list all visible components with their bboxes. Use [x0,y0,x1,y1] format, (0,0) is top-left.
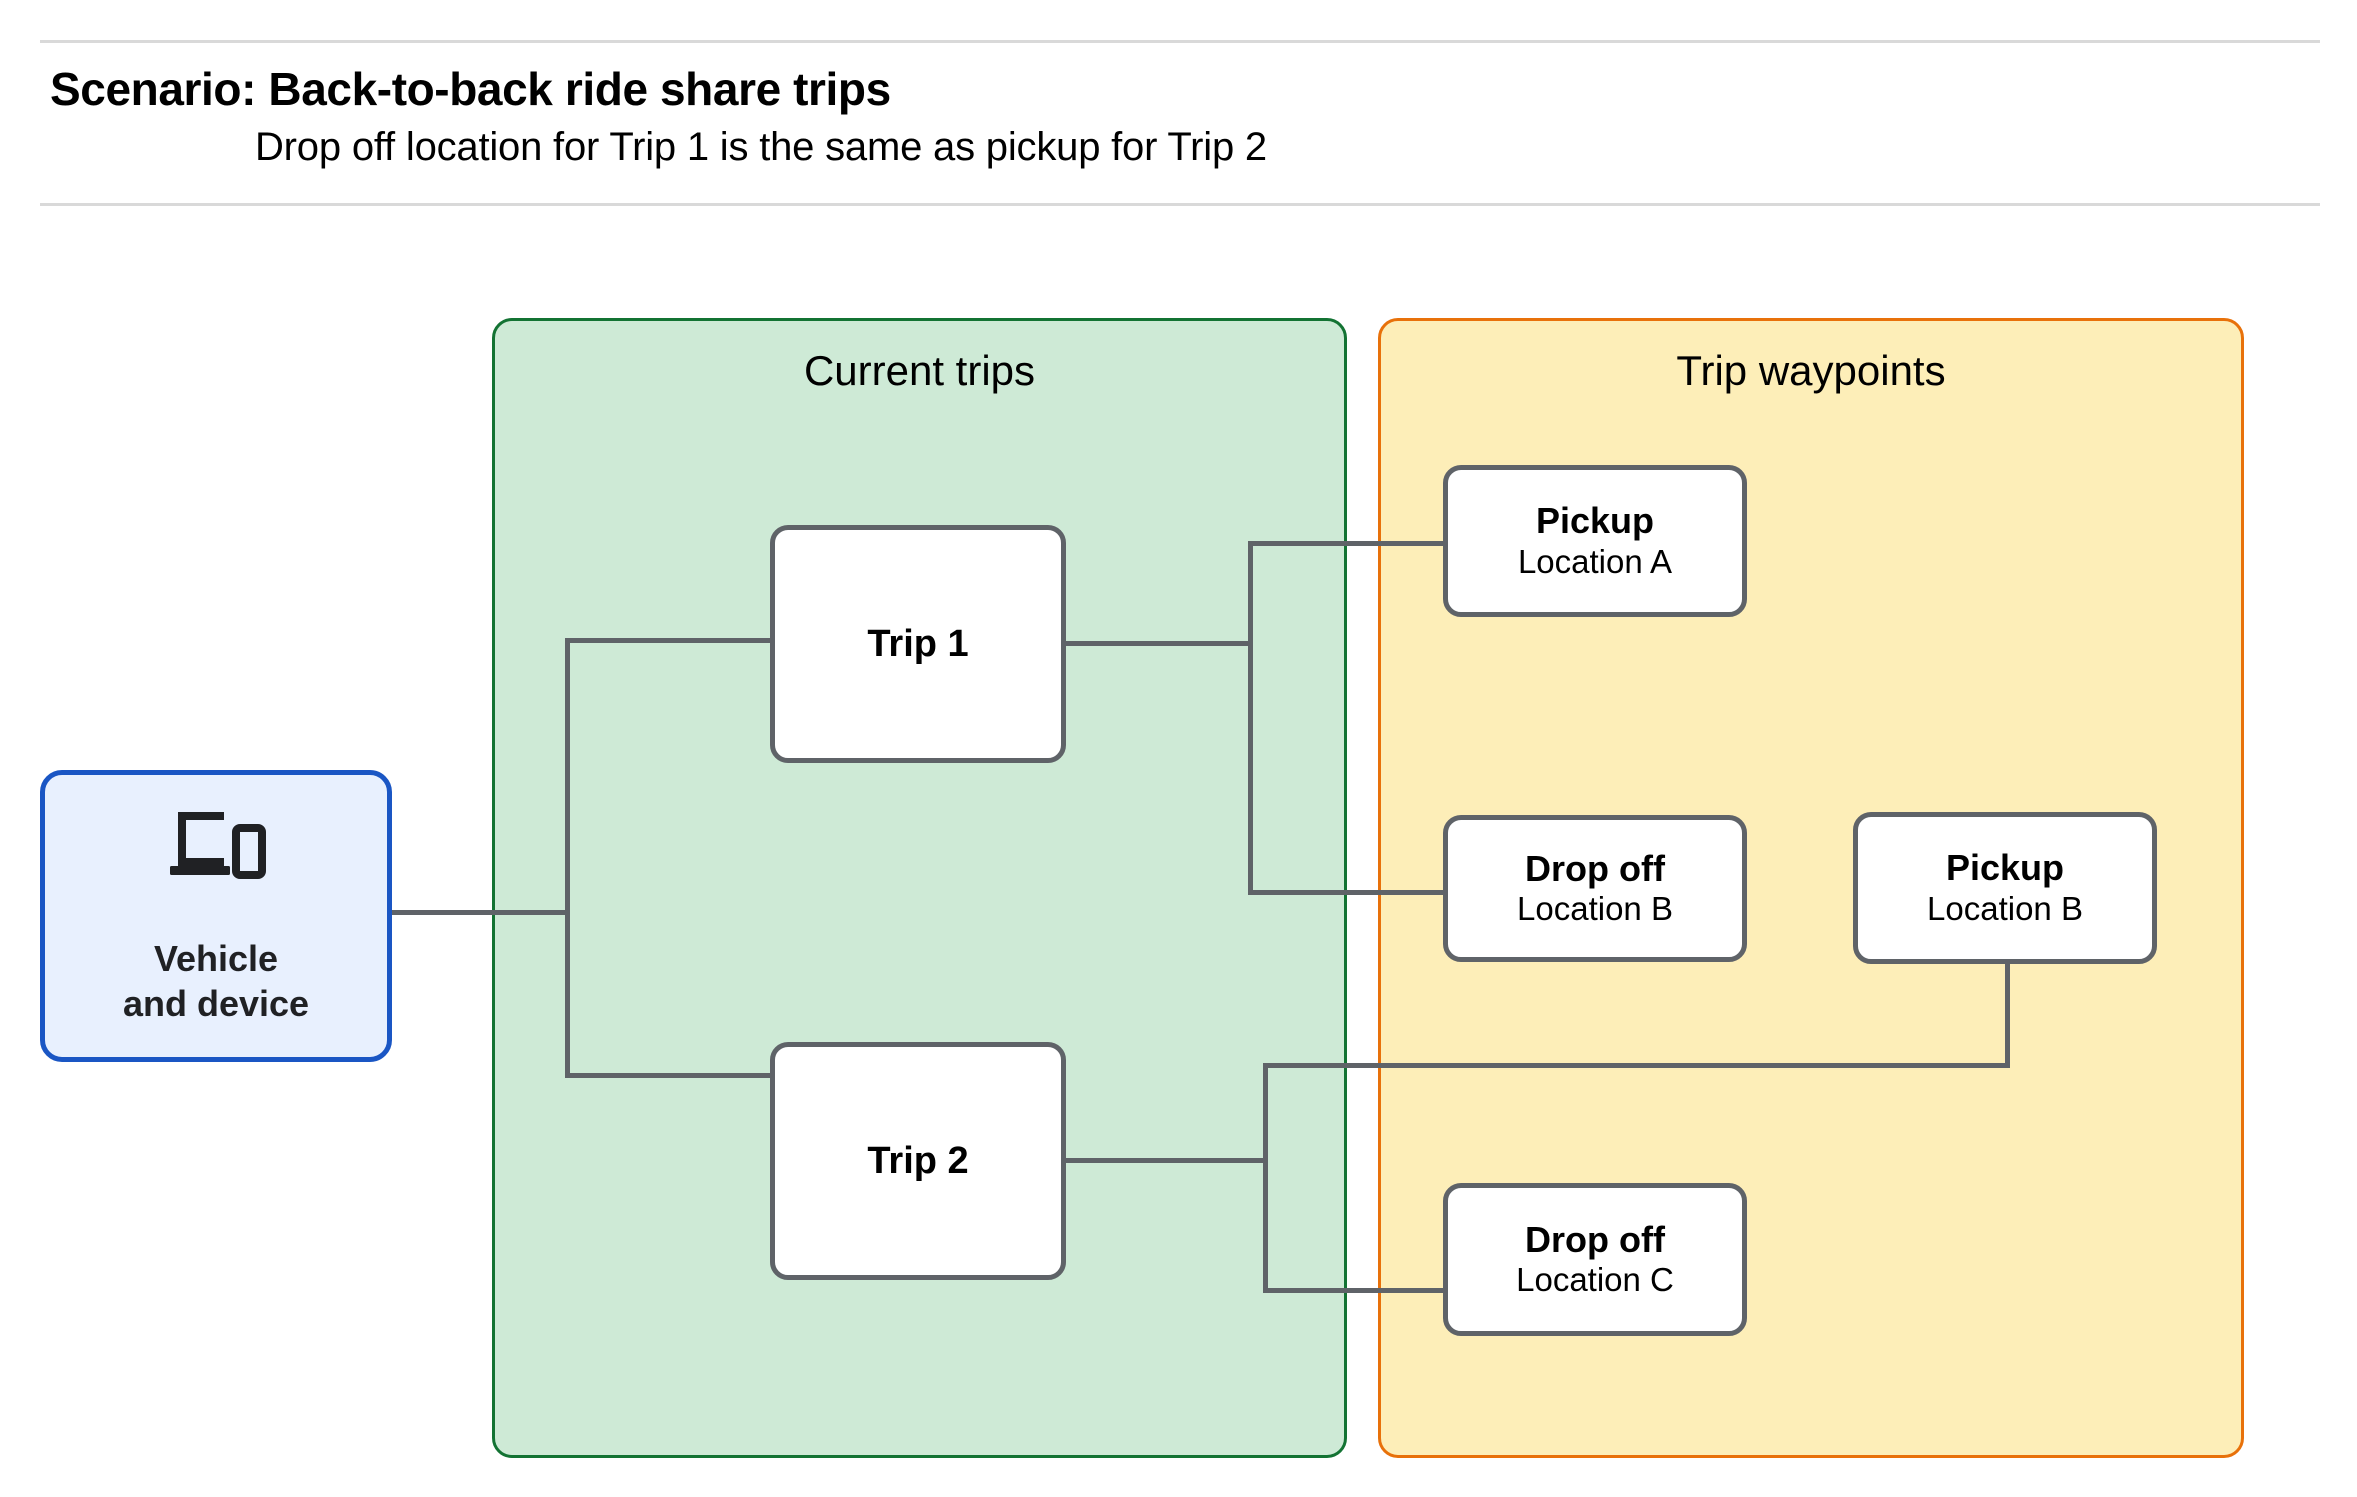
connector-fork-to-trip-2 [565,1073,775,1078]
node-pickup-location-b[interactable]: Pickup Location B [1853,812,2157,964]
connector-pickup-b-drop [2005,958,2010,1068]
page-subtitle: Drop off location for Trip 1 is the same… [255,125,1267,169]
node-pickup-location-a[interactable]: Pickup Location A [1443,465,1747,617]
node-pickup-b-type: Pickup [1945,847,2065,889]
connector-trip-1-to-pickup-a [1248,541,1448,546]
connector-fork-to-trip-1 [565,638,775,643]
connector-trip-2-to-pickup-b [1263,1063,2010,1068]
node-dropoff-b-type: Drop off [1525,847,1665,889]
devices-icon [170,811,266,879]
page-title: Scenario: Back-to-back ride share trips [50,63,891,115]
node-pickup-a-location: Location A [1517,542,1673,580]
node-pickup-b-location: Location B [1927,889,2083,927]
connector-trip-2-to-branch [1063,1158,1268,1163]
connector-trip-1-to-branch [1063,641,1253,646]
node-dropoff-c-type: Drop off [1525,1218,1665,1260]
group-trip-waypoints-title: Trip waypoints [1676,347,1946,394]
node-dropoff-b-location: Location B [1517,890,1673,928]
node-trip-1-label: Trip 1 [867,622,969,665]
connector-trip-1-branch-vertical [1248,541,1253,895]
header-divider-bottom [40,203,2320,206]
node-trip-1[interactable]: Trip 1 [770,525,1066,763]
connector-trip-2-to-dropoff-c [1263,1288,1451,1293]
node-dropoff-location-b[interactable]: Drop off Location B [1443,815,1747,962]
connector-trip-2-branch-vertical [1263,1063,1268,1293]
node-dropoff-location-c[interactable]: Drop off Location C [1443,1183,1747,1336]
group-current-trips-title: Current trips [803,347,1036,394]
connector-fork-vertical [565,638,570,1078]
header-divider-top [40,40,2320,43]
node-trip-2[interactable]: Trip 2 [770,1042,1066,1280]
node-pickup-a-type: Pickup [1535,500,1655,542]
connector-trip-1-to-dropoff-b [1248,890,1448,895]
connector-vehicle-to-fork [392,910,570,915]
node-dropoff-c-location: Location C [1516,1261,1674,1299]
group-current-trips: Current trips [492,318,1347,1458]
vehicle-label: Vehicle and device [122,937,310,1024]
node-vehicle-and-device[interactable]: Vehicle and device [40,770,392,1062]
node-trip-2-label: Trip 2 [867,1139,969,1182]
